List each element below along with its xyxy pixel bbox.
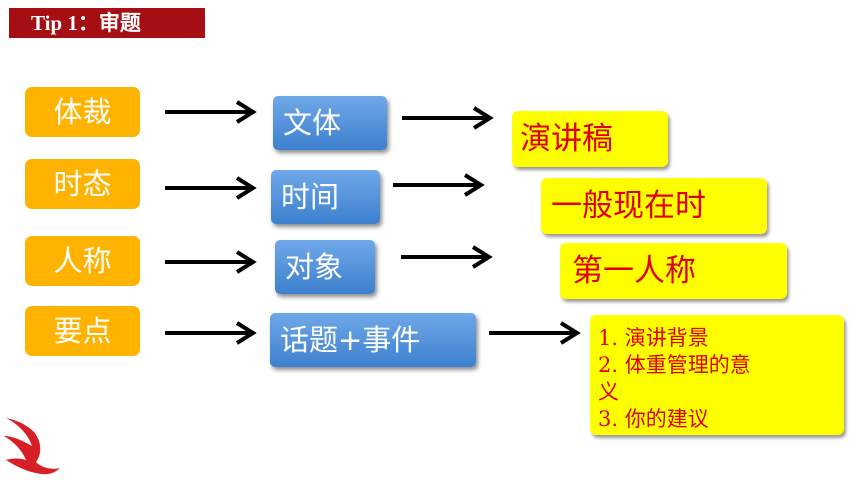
right-arrow-icon — [165, 321, 257, 345]
right-arrow-icon — [402, 106, 494, 130]
category-box-tense: 时态 — [25, 159, 140, 209]
result-box-tense: 一般现在时 — [541, 178, 767, 234]
right-arrow-icon — [401, 245, 493, 269]
result-box-genre: 演讲稿 — [512, 111, 668, 167]
category-box-genre: 体裁 — [25, 87, 140, 137]
aspect-box-audience: 对象 — [275, 240, 375, 294]
key-point-line: 1. 演讲背景 — [598, 326, 709, 350]
category-box-key-points: 要点 — [25, 306, 140, 356]
key-point-line: 义 — [598, 380, 619, 404]
right-arrow-icon — [165, 176, 257, 200]
key-point-line: 2. 体重管理的意 — [598, 353, 751, 377]
aspect-box-style: 文体 — [273, 96, 387, 150]
aspect-box-topic-event: 话题+事件 — [270, 313, 476, 367]
result-box-person: 第一人称 — [560, 243, 787, 299]
key-point-line: 3. 你的建议 — [598, 407, 709, 431]
aspect-box-time: 时间 — [271, 170, 380, 224]
result-box-key-points: 1. 演讲背景 2. 体重管理的意 义 3. 你的建议 — [590, 315, 844, 435]
red-bird-logo — [4, 418, 60, 475]
right-arrow-icon — [489, 321, 581, 345]
right-arrow-icon — [165, 100, 257, 124]
right-arrow-icon — [393, 173, 485, 197]
category-box-person: 人称 — [25, 236, 140, 286]
slide-title: Tip 1：审题 — [9, 8, 205, 38]
right-arrow-icon — [165, 250, 257, 274]
